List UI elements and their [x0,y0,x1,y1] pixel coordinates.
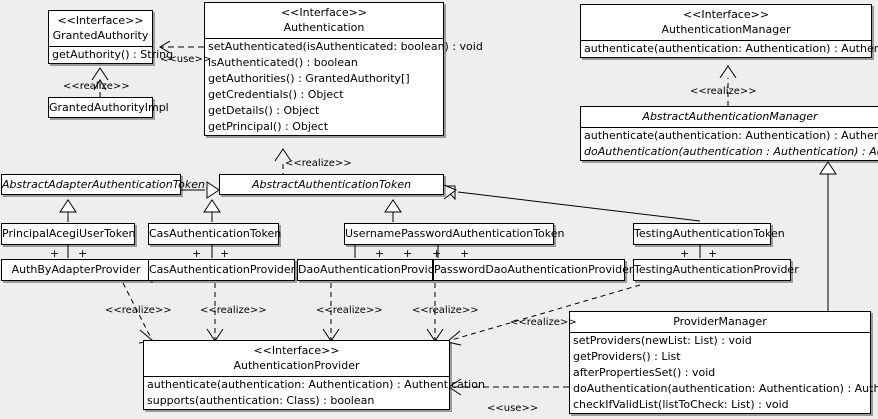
class-header: AbstractAuthenticationManager [581,107,878,127]
edge-label-realize-granted-authority-impl: <<realize>> [63,81,130,92]
class-testing-authentication-token[interactable]: TestingAuthenticationToken [633,223,785,245]
operations-compartment: getAuthority() : String [49,46,174,63]
edge-label-realize-dao-authentication-provider: <<realize>> [316,305,383,316]
class-header: <<Interface>> AuthenticationManager [581,5,871,40]
operations-compartment: setAuthenticated(isAuthenticated: boolea… [205,38,483,135]
association-marker-plus: + [220,247,230,260]
association-marker-plus: + [403,247,413,260]
edge-label-use-provider-manager-authentication-provider: <<use>> [487,403,539,414]
operation: getCredentials() : Object [208,88,344,101]
operation: getAuthority() : String [52,48,174,61]
edge-label-realize-testing-authentication-provider: <<realize>> [510,317,577,328]
association-marker-plus: + [375,247,385,260]
operation: doAuthentication(authentication : Authen… [584,145,878,158]
association-marker-plus: + [708,247,718,260]
class-header: <<Interface>> GrantedAuthority [49,11,152,46]
operation: doAuthentication(authentication: Authent… [573,382,878,395]
operations-compartment: authenticate(authentication: Authenticat… [581,40,878,57]
class-stereotype: <<Interface>> [57,14,144,27]
class-name: GrantedAuthority [52,29,149,42]
association-marker-plus: + [50,247,60,260]
class-granted-authority-impl[interactable]: GrantedAuthorityImpl [48,97,169,118]
class-stereotype: <<Interface>> [682,8,770,21]
edge-label-realize-abstract-authentication-manager: <<realize>> [690,86,757,97]
operation: authenticate(authentication: Authenticat… [584,129,878,142]
association-marker-plus: + [432,247,442,260]
class-principal-acegi-user-token[interactable]: PrincipalAcegiUserToken [1,223,135,245]
class-dao-authentication-provider[interactable]: DaoAuthenticationProvider [297,259,446,281]
class-password-dao-authentication-provider[interactable]: PasswordDaoAuthenticationProvider [433,259,633,281]
operation: getDetails() : Object [208,104,320,117]
class-header: <<Interface>> Authentication [205,3,443,38]
operations-compartment: setProviders(newList: List) : void getPr… [570,332,878,413]
operation: authenticate(authentication: Authenticat… [584,42,878,55]
class-header: <<Interface>> AuthenticationProvider [144,341,449,376]
class-stereotype: <<Interface>> [253,344,340,357]
edge-label-realize-abstract-authentication-token: <<realize>> [285,158,352,169]
association-marker-plus: + [460,247,470,260]
edge-label-realize-password-dao-authentication-provider: <<realize>> [412,305,479,316]
class-username-password-authentication-token[interactable]: UsernamePasswordAuthenticationToken [344,223,565,245]
operation: afterPropertiesSet() : void [573,366,716,379]
edge-label-realize-cas-authentication-provider: <<realize>> [200,305,267,316]
operation: supports(authentication: Class) : boolea… [147,394,375,407]
class-cas-authentication-token[interactable]: CasAuthenticationToken [148,223,281,245]
operations-compartment: authenticate(authentication: Authenticat… [581,127,878,160]
class-name: ProviderManager [673,315,767,328]
operation: getAuthorities() : GrantedAuthority[] [208,72,410,85]
operation: getProviders() : List [573,350,681,363]
class-stereotype: <<Interface>> [280,6,368,19]
operation: getPrincipal() : Object [208,120,329,133]
edge-label-realize-auth-by-adapter-provider: <<realize>> [105,305,172,316]
operation: setAuthenticated(isAuthenticated: boolea… [208,40,483,53]
class-name: AuthenticationManager [661,23,791,36]
association-marker-plus: + [192,247,202,260]
association-marker-plus: + [78,247,88,260]
class-cas-authentication-provider[interactable]: CasAuthenticationProvider [148,259,295,281]
operation: isAuthenticated() : boolean [208,56,358,69]
class-auth-by-adapter-provider[interactable]: AuthByAdapterProvider [1,259,151,281]
class-abstract-adapter-authentication-token[interactable]: AbstractAdapterAuthenticationToken [1,174,205,195]
class-provider-manager[interactable]: ProviderManager setProviders(newList: Li… [569,311,878,414]
class-header: ProviderManager [570,312,870,332]
class-granted-authority[interactable]: <<Interface>> GrantedAuthority getAuthor… [48,10,174,64]
class-authentication[interactable]: <<Interface>> Authentication setAuthenti… [204,2,483,136]
operation: setProviders(newList: List) : void [573,334,752,347]
edge-label-use-authentication-granted-authority: <<use>> [160,54,212,65]
association-marker-plus: + [680,247,690,260]
class-testing-authentication-provider[interactable]: TestingAuthenticationProvider [633,259,799,281]
class-authentication-provider[interactable]: <<Interface>> AuthenticationProvider aut… [143,340,485,410]
operation: authenticate(authentication: Authenticat… [147,378,485,391]
class-name: Authentication [283,21,365,34]
class-name: AuthenticationProvider [233,359,360,372]
class-name: AbstractAuthenticationManager [642,110,818,123]
class-abstract-authentication-token[interactable]: AbstractAuthenticationToken [219,174,444,195]
class-authentication-manager[interactable]: <<Interface>> AuthenticationManager auth… [580,4,878,58]
class-abstract-authentication-manager[interactable]: AbstractAuthenticationManager authentica… [580,106,878,161]
operation: checkIfValidList(listToCheck: List) : vo… [573,398,789,411]
operations-compartment: authenticate(authentication: Authenticat… [144,376,485,409]
